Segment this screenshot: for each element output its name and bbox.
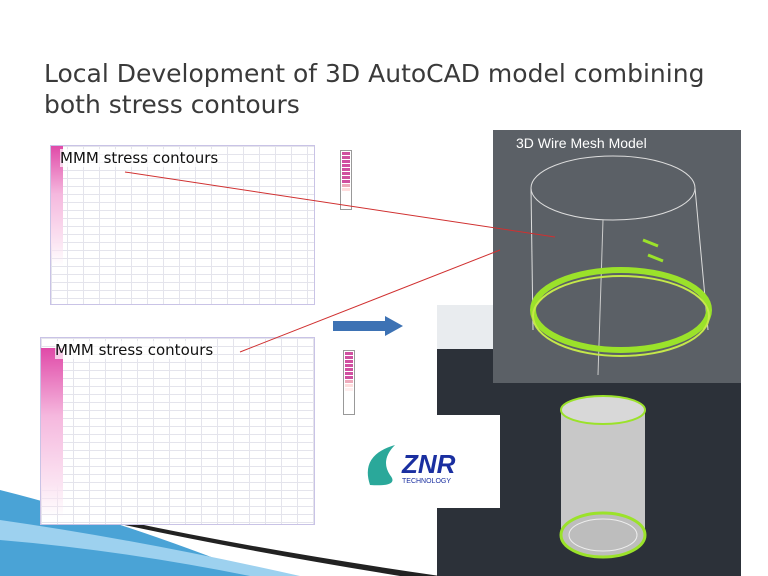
- znr-technology-logo: ZNR TECHNOLOGY: [340, 415, 500, 508]
- wire-mesh-panel: 3D Wire Mesh Model: [493, 130, 741, 383]
- chart-1-label: MMM stress contours: [60, 149, 219, 167]
- arrow-right-icon: [333, 316, 403, 336]
- solid-cylinder-render: [559, 395, 647, 559]
- svg-text:ZNR: ZNR: [401, 449, 456, 479]
- chart-1-legend: [340, 150, 352, 210]
- chart-2-label: MMM stress contours: [55, 341, 214, 359]
- chart-2-legend: [343, 350, 355, 415]
- wire-mesh-model: [530, 155, 712, 376]
- slide-title: Local Development of 3D AutoCAD model co…: [44, 59, 705, 119]
- svg-text:TECHNOLOGY: TECHNOLOGY: [402, 478, 451, 485]
- stress-contour-chart-2: [40, 337, 315, 525]
- wire-mesh-title: 3D Wire Mesh Model: [516, 135, 647, 151]
- stress-contour-chart-1: [50, 145, 315, 305]
- znr-logo-graphic: ZNR TECHNOLOGY: [367, 445, 456, 486]
- autocad-ribbon: [437, 305, 493, 349]
